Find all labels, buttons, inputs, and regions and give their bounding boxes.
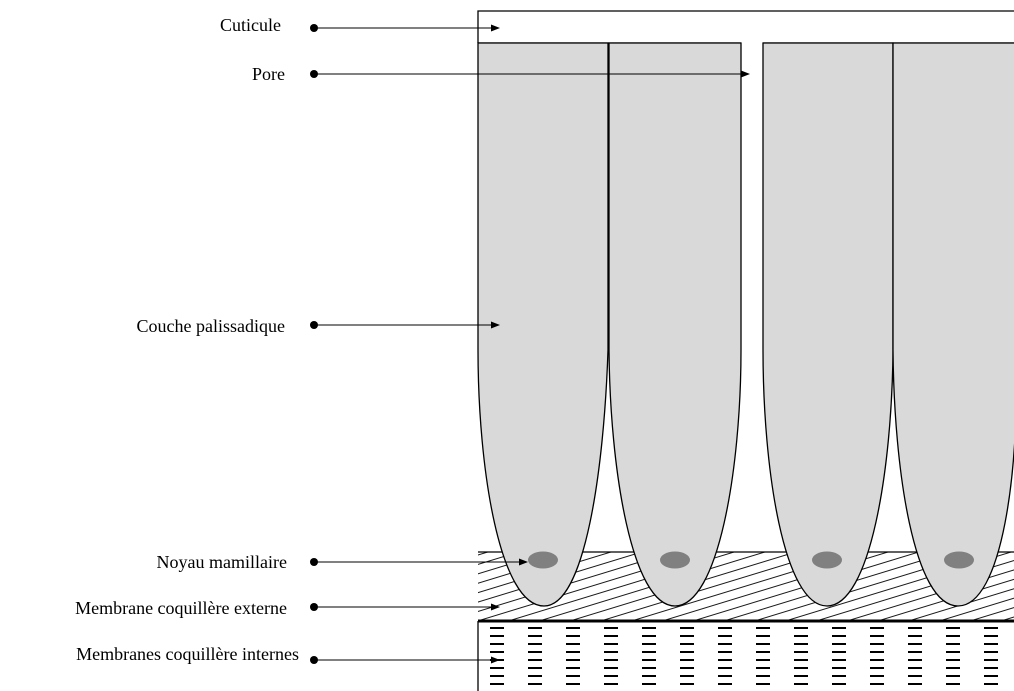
label-couche-palissadique: Couche palissadique <box>137 316 285 336</box>
leader-cuticule <box>310 24 500 32</box>
label-cuticule: Cuticule <box>220 15 281 35</box>
palisade-column <box>892 42 1014 607</box>
leader-membrane-externe <box>310 603 500 611</box>
label-membrane-externe: Membrane coquillère externe <box>75 598 287 618</box>
leader-noyau-mamillaire <box>310 558 528 566</box>
arrowhead <box>741 70 750 78</box>
leader-lines <box>310 24 750 664</box>
label-pore: Pore <box>252 64 285 84</box>
arrowhead <box>491 603 500 611</box>
label-noyau-mamillaire: Noyau mamillaire <box>157 552 287 572</box>
palisade-column <box>477 42 609 607</box>
inner-shell-membranes-layer <box>477 621 1014 691</box>
label-membranes-internes: Membranes coquillère internes <box>76 644 299 664</box>
mammillary-nucleus <box>528 551 558 569</box>
mammillary-nuclei <box>528 551 974 569</box>
palisade-column <box>608 42 742 607</box>
arrowhead <box>519 558 528 566</box>
mammillary-nucleus <box>660 551 690 569</box>
palisade-column <box>762 42 894 607</box>
inner-membranes-fibres <box>478 624 1014 691</box>
cuticle-layer <box>477 10 1014 44</box>
cuticle-outline <box>477 10 1014 43</box>
arrowhead <box>491 24 500 32</box>
mammillary-nucleus <box>944 551 974 569</box>
leader-couche-palissadique <box>310 321 500 329</box>
palisade-columns <box>477 42 1014 607</box>
arrowhead <box>491 321 500 329</box>
arrowhead <box>491 656 500 664</box>
leader-pore <box>310 70 750 78</box>
mammillary-nucleus <box>812 551 842 569</box>
labels: Cuticule Pore Couche palissadique Noyau … <box>75 15 299 664</box>
leader-membranes-internes <box>310 656 500 664</box>
